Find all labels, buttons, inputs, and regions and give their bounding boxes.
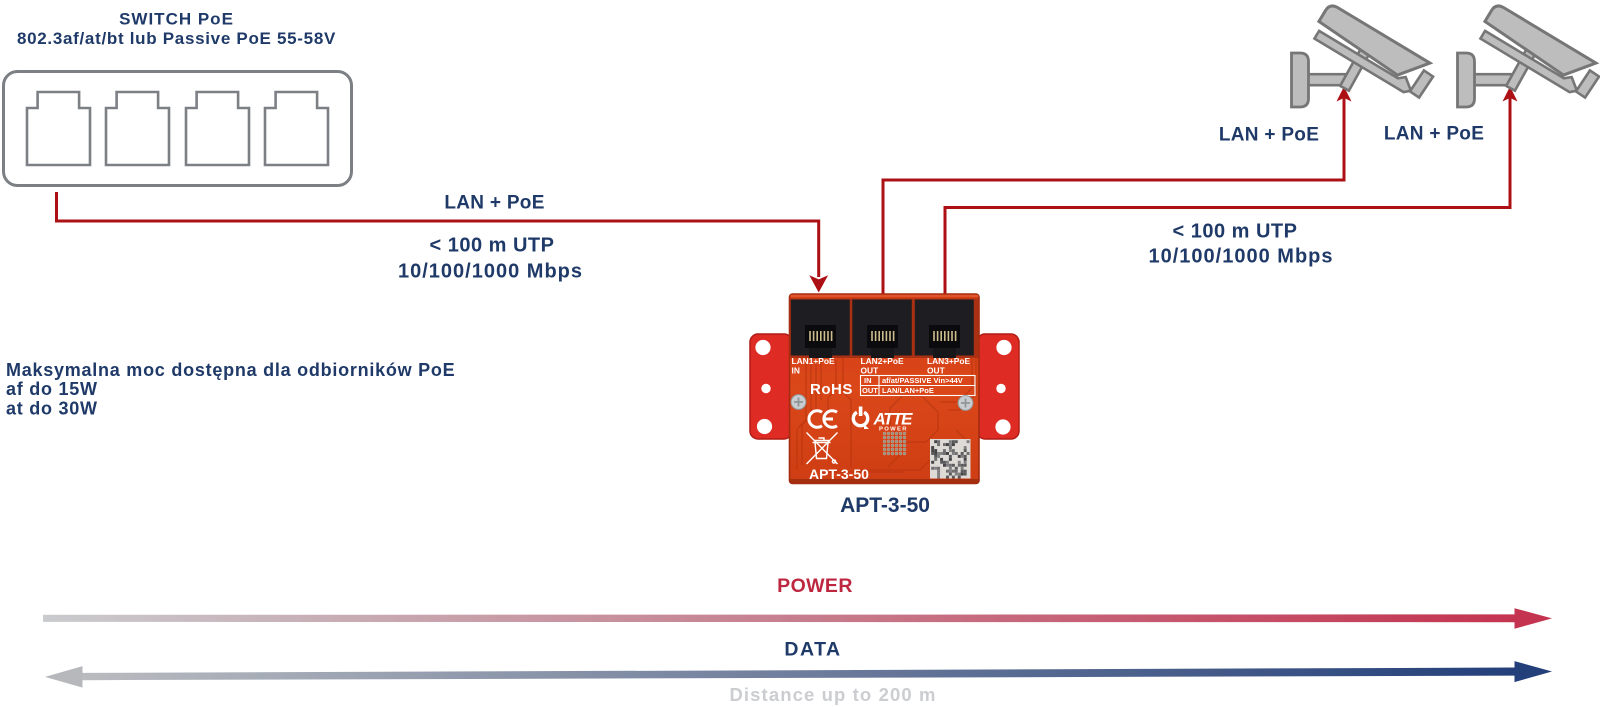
svg-text:LAN + PoE: LAN + PoE [1219,125,1319,146]
svg-text:OUT: OUT [927,366,946,376]
svg-text:LAN/LAN+PoE: LAN/LAN+PoE [882,386,934,395]
svg-text:LAN + PoE: LAN + PoE [444,193,544,214]
svg-text:ATTE: ATTE [873,410,914,429]
svg-text:af/at/PASSIVE Vin>44V: af/at/PASSIVE Vin>44V [882,376,963,385]
svg-text:IN: IN [864,376,872,385]
svg-text:LAN1+PoE: LAN1+PoE [792,356,835,366]
svg-text:LAN + PoE: LAN + PoE [1384,124,1484,145]
svg-text:POWER: POWER [777,575,853,597]
svg-text:af do 15W: af do 15W [6,379,98,399]
svg-text:LAN2+PoE: LAN2+PoE [861,356,904,366]
svg-text:10/100/1000 Mbps: 10/100/1000 Mbps [398,261,583,283]
svg-text:APT-3-50: APT-3-50 [809,466,869,482]
svg-text:< 100 m UTP: < 100 m UTP [429,235,554,257]
svg-text:OUT: OUT [862,386,878,395]
svg-text:POWER: POWER [879,427,908,433]
svg-text:< 100 m UTP: < 100 m UTP [1172,221,1297,243]
svg-text:10/100/1000 Mbps: 10/100/1000 Mbps [1149,246,1334,268]
svg-text:at do 30W: at do 30W [6,399,98,419]
svg-text:RoHS: RoHS [810,381,853,398]
svg-text:APT-3-50: APT-3-50 [840,494,930,517]
svg-text:Maksymalna moc dostępna dla od: Maksymalna moc dostępna dla odbiorników … [6,360,455,380]
svg-text:LAN3+PoE: LAN3+PoE [927,356,970,366]
svg-text:IN: IN [792,366,800,376]
svg-text:OUT: OUT [861,366,880,376]
svg-text:SWITCH PoE: SWITCH PoE [119,9,234,28]
svg-text:DATA: DATA [784,639,841,661]
svg-text:Distance up to 200 m: Distance up to 200 m [729,684,936,705]
svg-text:802.3af/at/bt lub Passive PoE: 802.3af/at/bt lub Passive PoE 55-58V [17,29,336,48]
